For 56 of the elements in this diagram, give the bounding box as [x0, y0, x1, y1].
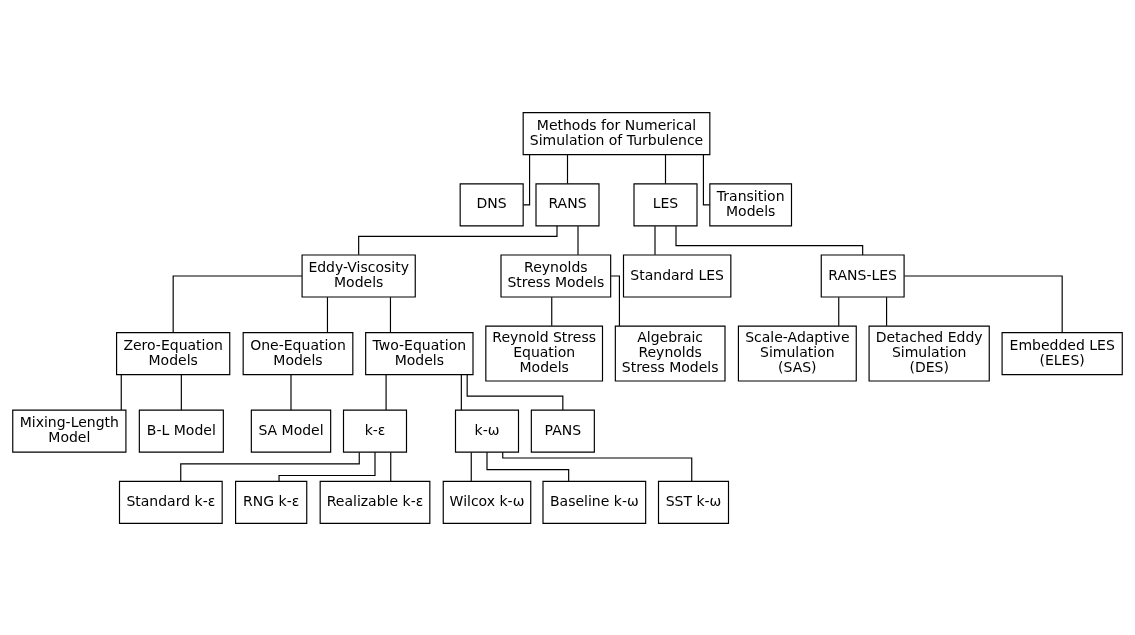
connector: [120, 373, 122, 411]
connector: [838, 296, 840, 326]
connector: [675, 225, 864, 255]
node-box: k-ω: [454, 409, 520, 453]
node-box: Methods for Numerical Simulation of Turbulence: [522, 111, 711, 155]
connector: [486, 451, 570, 482]
connector: [702, 153, 711, 205]
connector: [502, 451, 693, 482]
node-box: Standard k-ε: [118, 480, 223, 524]
node-box: Standard LES: [622, 253, 732, 298]
connector: [358, 224, 558, 255]
node-box: Zero-Equation Models: [116, 331, 231, 375]
node-box: Scale-Adaptive Simulation (SAS): [737, 325, 857, 382]
node-box: Mixing-Length Model: [12, 409, 127, 453]
connector: [172, 274, 303, 333]
connector: [664, 153, 667, 184]
node-box: PANS: [530, 409, 595, 453]
connector: [180, 451, 360, 482]
node-box: LES: [633, 182, 698, 226]
node-box: DNS: [459, 182, 524, 226]
connector: [886, 296, 888, 326]
connector: [566, 153, 569, 184]
connector: [390, 451, 392, 482]
connector: [460, 373, 462, 411]
node-box: RANS-LES: [820, 253, 905, 298]
connector: [522, 153, 531, 205]
node-box: k-ε: [342, 409, 408, 453]
connector: [903, 274, 1063, 333]
node-box: B-L Model: [138, 409, 224, 453]
connector: [180, 373, 182, 411]
node-box: RANS: [535, 182, 600, 226]
connector: [385, 373, 387, 411]
node-box: One-Equation Models: [242, 331, 354, 375]
node-box: Algebraic Reynolds Stress Models: [614, 325, 726, 382]
node-box: Reynolds Stress Models: [500, 253, 612, 298]
connector: [610, 274, 620, 327]
node-box: Wilcox k-ω: [442, 480, 532, 524]
connector: [577, 225, 579, 255]
node-box: SST k-ω: [657, 480, 730, 524]
connector: [389, 296, 392, 333]
connector: [278, 451, 376, 482]
node-box: Realizable k-ε: [319, 480, 431, 524]
node-box: Detached Eddy Simulation (DES): [868, 325, 990, 382]
node-box: RNG k-ε: [235, 480, 308, 524]
node-box: Two-Equation Models: [365, 331, 474, 375]
node-box: Baseline k-ω: [542, 480, 647, 524]
node-box: Transition Models: [709, 182, 793, 226]
connector: [551, 296, 553, 326]
connector: [470, 451, 472, 482]
connector: [290, 373, 292, 411]
node-box: SA Model: [250, 409, 332, 453]
node-box: Reynold Stress Equation Models: [485, 325, 604, 382]
connector: [654, 225, 656, 255]
connector: [326, 296, 329, 333]
node-box: Eddy-Viscosity Models: [301, 253, 416, 298]
node-box: Embedded LES (ELES): [1001, 331, 1123, 375]
